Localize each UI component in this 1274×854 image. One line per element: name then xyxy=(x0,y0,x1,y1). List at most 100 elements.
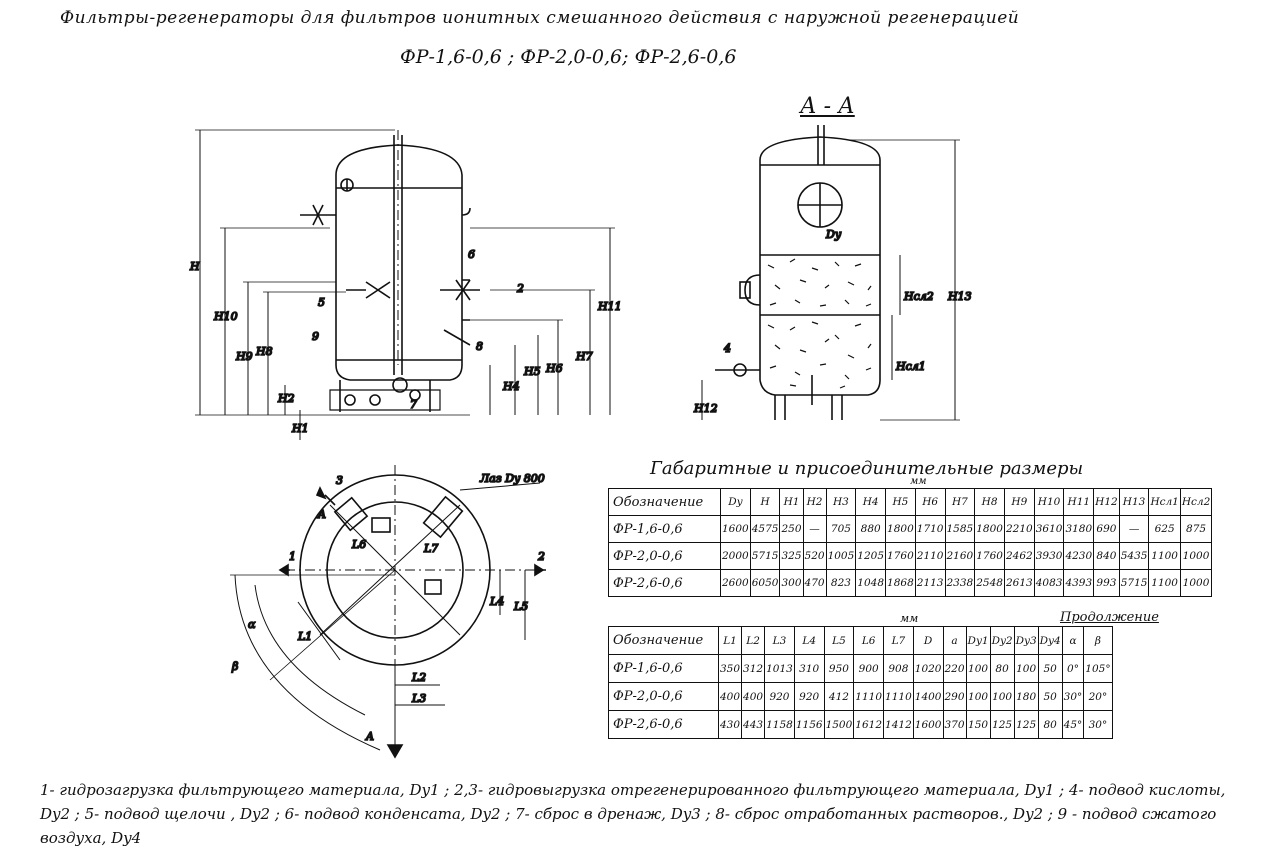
table-cell: 3930 xyxy=(1033,542,1065,570)
table-cell: 250 xyxy=(779,515,804,543)
table-header-cell: α xyxy=(1061,626,1085,655)
table-cell: 50 xyxy=(1037,654,1063,683)
table-header-cell: L1 xyxy=(717,626,743,655)
table-header-cell: L7 xyxy=(883,626,914,655)
table-cell: 823 xyxy=(825,569,857,597)
table-header-cell: L4 xyxy=(793,626,825,655)
table-cell: 920 xyxy=(764,682,795,711)
table-cell: 370 xyxy=(942,710,967,739)
table-header-cell: D xyxy=(912,626,944,655)
table2-unit: мм xyxy=(900,612,919,625)
table-cell: 220 xyxy=(942,654,967,683)
table-cell: 430 xyxy=(717,710,743,739)
table-cell: 125 xyxy=(1013,710,1039,739)
table-header-cell: H12 xyxy=(1093,488,1120,516)
table-cell: 875 xyxy=(1179,515,1213,543)
table-cell: 1600 xyxy=(720,515,751,543)
front-view xyxy=(195,129,615,440)
table-cell: 2338 xyxy=(944,569,976,597)
table-cell: 1156 xyxy=(793,710,825,739)
table-cell: ФР-2,6-0,6 xyxy=(608,710,719,739)
table-cell: ФР-1,6-0,6 xyxy=(608,515,721,543)
dim-L6: L6 xyxy=(351,538,366,551)
table-cell: 45° xyxy=(1061,710,1085,739)
table-header-cell: Dy4 xyxy=(1037,626,1063,655)
table-cell: 1100 xyxy=(1148,569,1181,597)
table-cell: 1412 xyxy=(883,710,914,739)
table-cell: 2110 xyxy=(914,542,946,570)
table-cell: 0° xyxy=(1061,654,1085,683)
table-cell: 2548 xyxy=(974,569,1005,597)
table-cell: 100 xyxy=(965,654,991,683)
angle-alpha: α xyxy=(248,618,256,631)
table-cell: 30° xyxy=(1083,710,1113,739)
dim-Hsl1: Hсл1 xyxy=(895,360,926,373)
table-cell: 1760 xyxy=(885,542,916,570)
table-cell: 2160 xyxy=(944,542,976,570)
table-cell: 1100 xyxy=(1148,542,1181,570)
table-header-cell: H4 xyxy=(855,488,887,516)
table-header-cell: L2 xyxy=(741,626,766,655)
table-header-cell: H10 xyxy=(1033,488,1065,516)
table-header-cell: Обозначение xyxy=(608,488,721,516)
table-header-cell: Hсл1 xyxy=(1148,488,1181,516)
dim-H7: H7 xyxy=(575,350,593,363)
table2-continuation-label: Продолжение xyxy=(1060,610,1159,625)
table-cell: 908 xyxy=(883,654,914,683)
table-cell: 180 xyxy=(1013,682,1039,711)
table-row: ФР-2,0-0,6 2000 5715 325 520 1005 1205 1… xyxy=(608,542,1213,570)
table-cell: 1110 xyxy=(883,682,914,711)
table-cell: ФР-2,0-0,6 xyxy=(608,682,719,711)
table-header-cell: a xyxy=(942,626,967,655)
dim-H6: H6 xyxy=(545,362,563,375)
table-cell: 1760 xyxy=(974,542,1005,570)
table-cell: 2000 xyxy=(720,542,751,570)
table-header-cell: H xyxy=(749,488,781,516)
table-cell: 690 xyxy=(1093,515,1120,543)
table-cell: 993 xyxy=(1093,569,1120,597)
filter-media-hatch xyxy=(767,258,872,389)
table-cell: ФР-2,0-0,6 xyxy=(608,542,721,570)
section-Dy: Dy xyxy=(825,228,842,241)
table-cell: 80 xyxy=(1037,710,1063,739)
table-cell: 150 xyxy=(965,710,991,739)
table-cell: 325 xyxy=(779,542,804,570)
dim-L2: L2 xyxy=(411,671,426,684)
table-cell: 1000 xyxy=(1179,542,1213,570)
table-cell: 443 xyxy=(741,710,766,739)
table-cell: — xyxy=(1118,515,1150,543)
table-header-cell: H13 xyxy=(1118,488,1150,516)
table-cell: 4083 xyxy=(1033,569,1065,597)
table-cell: 470 xyxy=(802,569,827,597)
table-header-cell: L5 xyxy=(823,626,855,655)
dimensions-table-continued: Обозначение L1 L2 L3 L4 L5 L6 L7 D a Dy1… xyxy=(608,626,1113,739)
table-row: ФР-2,6-0,6 2600 6050 300 470 823 1048 18… xyxy=(608,569,1213,597)
page-title: Фильтры-регенераторы для фильтров ионитн… xyxy=(60,8,1020,28)
table-row: ФР-2,0-0,6 400 400 920 920 412 1110 1110… xyxy=(608,682,1113,711)
table-cell: 1400 xyxy=(912,682,944,711)
table-cell: 5435 xyxy=(1118,542,1150,570)
table-header-cell: Dy xyxy=(720,488,751,516)
callout-4: 4 xyxy=(723,342,731,355)
dim-H11: H11 xyxy=(597,300,622,313)
table-cell: 1013 xyxy=(764,654,795,683)
table-header-cell: H7 xyxy=(944,488,976,516)
table-cell: 1005 xyxy=(825,542,857,570)
callout-7: 7 xyxy=(410,398,417,411)
table-cell: 900 xyxy=(853,654,885,683)
table-cell: 1612 xyxy=(853,710,885,739)
table-cell: 1800 xyxy=(885,515,916,543)
table-header-cell: L3 xyxy=(764,626,795,655)
table-cell: 5715 xyxy=(749,542,781,570)
table-row: ФР-1,6-0,6 1600 4575 250 — 705 880 1800 … xyxy=(608,515,1213,543)
table-header-cell: L6 xyxy=(853,626,885,655)
table1-caption: Габаритные и присоединительные размеры xyxy=(650,458,1084,479)
table-cell: 1048 xyxy=(855,569,887,597)
table-header-cell: Dy2 xyxy=(989,626,1015,655)
table-cell: 840 xyxy=(1093,542,1120,570)
table-header-cell: H11 xyxy=(1063,488,1095,516)
table-cell: 4230 xyxy=(1063,542,1095,570)
callout-6: 6 xyxy=(468,248,475,261)
dim-H8-left: H8 xyxy=(255,345,273,358)
